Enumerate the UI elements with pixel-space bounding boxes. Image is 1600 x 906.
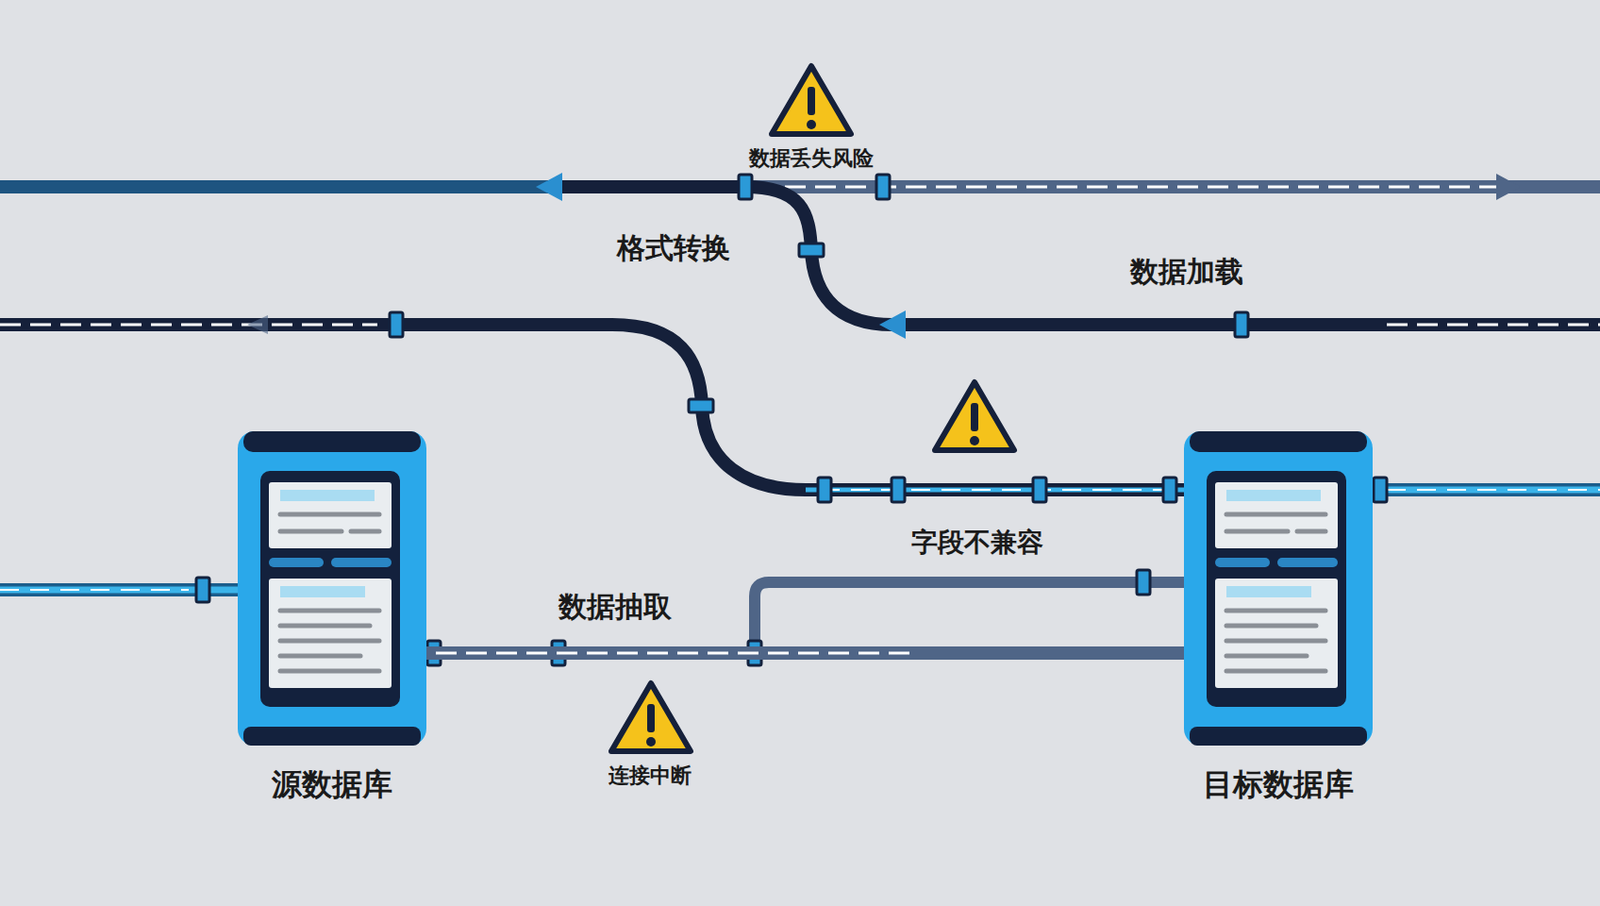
pipe-label: 数据加载 (1130, 255, 1244, 287)
database-icon-part (1277, 557, 1338, 567)
database-icon-part (350, 529, 380, 534)
database-icon (237, 431, 427, 746)
database-icon-part (1226, 608, 1326, 614)
database-icon-part (280, 608, 380, 614)
database-icon-part (1226, 653, 1307, 659)
couplings (891, 477, 905, 502)
arrowheads (1496, 173, 1521, 200)
database-icon-part (1206, 470, 1347, 707)
database-icon-part (1226, 638, 1326, 644)
pipes (1386, 323, 1600, 327)
couplings (876, 174, 890, 200)
arrowheads (879, 310, 906, 339)
database-icon-part (268, 482, 392, 549)
database-icon-part (268, 557, 324, 567)
database-icon-part (1189, 431, 1367, 452)
database-icon-part (1215, 557, 1270, 567)
pipes (0, 323, 378, 327)
database-node: 目标数据库 (1183, 431, 1373, 806)
pipe-connector (426, 652, 1184, 654)
database-icon-part (280, 653, 361, 659)
pipes (754, 185, 1500, 189)
pipe-label: 字段不兼容 (911, 528, 1044, 558)
pipes (0, 324, 1184, 490)
database-icon-part (237, 431, 427, 746)
database-icon-part (1226, 585, 1312, 598)
database-label: 目标数据库 (1183, 764, 1373, 806)
couplings (196, 577, 210, 602)
pipes (745, 186, 893, 325)
couplings (738, 174, 752, 200)
database-icon-part (1183, 431, 1373, 746)
pipes (1372, 483, 1600, 497)
database-icon-part (331, 557, 392, 567)
couplings (1163, 477, 1177, 502)
database-icon-part (260, 470, 400, 707)
warnings (934, 382, 1015, 450)
pipes (754, 582, 1184, 653)
database-icon-part (1215, 482, 1338, 549)
couplings (1136, 569, 1150, 595)
warnings (771, 66, 851, 134)
pipe-connector (426, 646, 1184, 660)
database-node: 源数据库 (237, 431, 427, 806)
arrowheads (247, 172, 1521, 339)
database-icon (1183, 431, 1373, 746)
pipes (0, 588, 189, 591)
couplings (1033, 477, 1047, 502)
database-icon-part (280, 585, 366, 598)
pipes (820, 488, 1170, 491)
database-icon-part (280, 623, 370, 629)
database-icon-part (1226, 668, 1326, 674)
pipes (745, 180, 1600, 194)
arrowheads (535, 172, 563, 201)
database-icon-part (1226, 512, 1326, 517)
arrowheads (247, 315, 268, 334)
database-icon-part (1226, 489, 1321, 501)
database-icon-part (243, 431, 421, 452)
pipe-label: 格式转换 (616, 232, 731, 264)
database-icon-part (1297, 529, 1326, 534)
database-icon-part (1215, 578, 1338, 688)
pipes (805, 487, 1184, 493)
pipes (547, 180, 746, 194)
database-icon-part (1226, 623, 1317, 629)
pipes (1386, 488, 1600, 491)
warnings (611, 683, 691, 751)
edge-label: 数据抽取 (558, 590, 672, 622)
database-icon-part (1189, 726, 1367, 746)
database-icon-part (268, 578, 392, 688)
couplings (1373, 477, 1387, 502)
database-icon-part (1226, 529, 1288, 534)
database-icon-part (280, 638, 380, 644)
pipe-label: 数据丢失风险 (749, 147, 874, 170)
pipe-connector (435, 651, 919, 655)
couplings (817, 477, 832, 502)
database-icon-part (280, 489, 375, 501)
couplings (799, 243, 824, 257)
database-icon-part (280, 512, 380, 517)
pipe-label: 连接中断 (608, 764, 692, 787)
pipes (1372, 486, 1600, 494)
database-icon-part (243, 726, 421, 746)
couplings (1234, 312, 1249, 337)
database-icon-part (280, 529, 342, 534)
couplings (688, 399, 714, 413)
pipes (0, 180, 746, 194)
couplings (389, 312, 403, 337)
database-label: 源数据库 (237, 764, 427, 806)
database-icon-part (280, 668, 380, 674)
